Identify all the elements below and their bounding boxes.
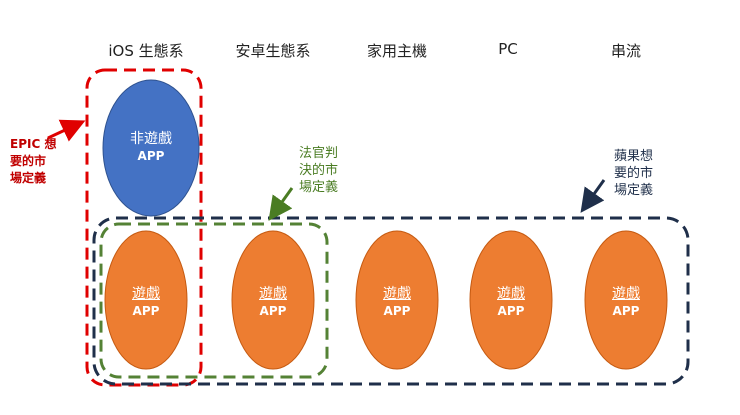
game-app-oval-pc	[469, 230, 553, 370]
game-app-oval-console	[355, 230, 439, 370]
game-app-label-android: 遊戲 APP	[233, 286, 313, 320]
game-app-label-line1: 遊戲	[383, 286, 411, 302]
game-app-label-line2: APP	[383, 304, 411, 318]
game-app-label-line1: 遊戲	[132, 286, 160, 302]
court-arrow	[268, 187, 294, 221]
game-app-label-line1: 遊戲	[612, 286, 640, 302]
non-game-app-label-line1: 非遊戲	[130, 131, 172, 147]
game-app-label-line1: 遊戲	[497, 286, 525, 302]
game-app-label-line2: APP	[497, 304, 525, 318]
game-app-oval-ios	[104, 230, 188, 370]
column-header-ios: iOS 生態系	[108, 42, 184, 60]
apple-market-annotation: 蘋果想 要的市 場定義	[614, 149, 654, 198]
game-app-label-pc: 遊戲 APP	[471, 286, 551, 320]
court-market-boundary	[99, 222, 329, 379]
epic-market-boundary	[85, 68, 203, 387]
non-game-app-oval	[102, 79, 200, 217]
apple-market-boundary	[92, 216, 690, 386]
game-app-oval-android	[231, 230, 315, 370]
column-header-console: 家用主機	[366, 42, 427, 60]
game-app-label-line1: 遊戲	[259, 286, 287, 302]
court-market-annotation: 法官判 決的市 場定義	[299, 146, 339, 195]
game-app-label-console: 遊戲 APP	[357, 286, 437, 320]
column-header-android: 安卓生態系	[235, 42, 311, 60]
non-game-app-label: 非遊戲 APP	[111, 131, 191, 165]
apple-arrow	[580, 179, 606, 213]
game-app-label-line2: APP	[612, 304, 640, 318]
epic-market-annotation: EPIC 想 要的市 場定義	[10, 137, 57, 185]
game-app-label-ios: 遊戲 APP	[106, 286, 186, 320]
game-app-label-line2: APP	[132, 304, 160, 318]
game-app-label-line2: APP	[259, 304, 287, 318]
game-app-label-streaming: 遊戲 APP	[586, 286, 666, 320]
column-header-streaming: 串流	[610, 42, 641, 60]
game-app-oval-streaming	[584, 230, 668, 370]
non-game-app-label-line2: APP	[137, 149, 165, 163]
column-header-pc: PC	[498, 40, 518, 58]
epic-arrow	[47, 119, 86, 142]
